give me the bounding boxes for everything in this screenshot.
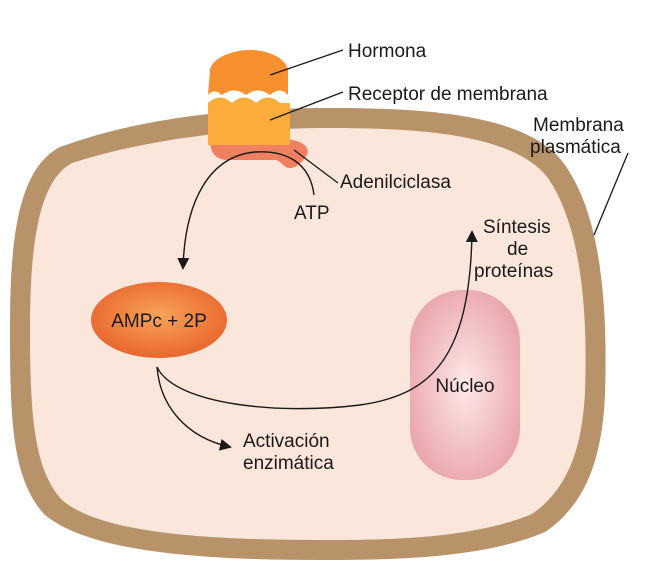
ampc-to-activacion-arrow: [156, 366, 232, 451]
hormona-leader-line: [269, 49, 344, 76]
adenylate-cyclase: [210, 140, 308, 168]
atp-to-ampc-arrow: [177, 151, 315, 270]
atp-label: ATP: [294, 203, 330, 224]
ampc-label: AMPc + 2P: [111, 311, 207, 332]
ampc-to-sintesis-arrow: [156, 230, 478, 410]
membrana-leader-line: [593, 152, 629, 236]
adenilciclasa-label: Adenilciclasa: [340, 172, 451, 193]
adenilciclasa-leader-line: [293, 149, 339, 184]
membrana-label-line2: plasmática: [530, 137, 621, 158]
membrane-receptor: [208, 97, 290, 145]
sintesis-label-line2: de: [507, 239, 528, 260]
nucleus: [410, 290, 520, 480]
receptor-label: Receptor de membrana: [348, 84, 548, 105]
activacion-label-line2: enzimática: [243, 453, 334, 474]
activacion-label-line1: Activación: [243, 431, 330, 452]
nucleo-label: Núcleo: [435, 376, 494, 397]
membrana-label-line1: Membrana: [533, 115, 624, 136]
sintesis-label-line1: Síntesis: [483, 217, 551, 238]
hormona-label: Hormona: [348, 41, 427, 62]
hormone: [208, 50, 288, 95]
ampc-blob: [91, 282, 227, 358]
sintesis-label-line3: proteínas: [474, 261, 553, 282]
receptor-leader-line: [269, 91, 344, 121]
